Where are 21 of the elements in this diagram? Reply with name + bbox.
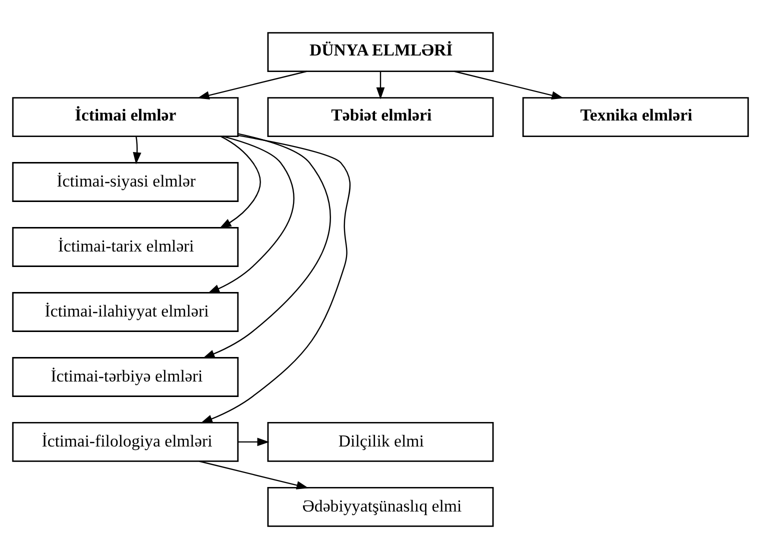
arrow (202, 132, 331, 358)
node-box: Texnika elmləri (522, 96, 749, 137)
arrow (454, 70, 564, 99)
node-box: Dilçilik elmi (267, 421, 494, 462)
node-box: Təbiət elmləri (267, 96, 494, 137)
arrow (208, 135, 294, 293)
node-box: İctimai elmlər (12, 96, 239, 137)
node-box: İctimai-siyasi elmlər (12, 162, 239, 202)
arrow (238, 437, 270, 446)
node-box: Ədəbiyyatşünaslıq elmi (267, 486, 494, 526)
arrow (199, 460, 309, 489)
node-box: İctimai-tərbiyə elmləri (12, 356, 239, 396)
node-box: İctimai-ilahiyyat elmləri (12, 292, 239, 332)
arrow (219, 135, 261, 228)
node-box: DÜNYA ELMLƏRİ (267, 32, 494, 72)
arrow (132, 136, 142, 164)
arrow (197, 70, 307, 99)
node-box: İctimai-filologiya elmləri (12, 421, 239, 462)
arrow (200, 134, 351, 423)
arrow (376, 70, 385, 99)
node-box: İctimai-tarix elmləri (12, 226, 239, 266)
